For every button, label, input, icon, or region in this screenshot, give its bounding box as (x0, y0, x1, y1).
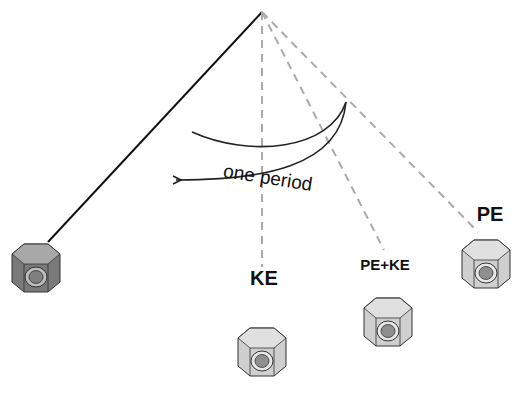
bob-middle (364, 298, 412, 346)
energy-label: KE (248, 267, 280, 290)
swing-arc (192, 102, 346, 147)
bob-top (462, 240, 510, 288)
energy-label: PE+KE (358, 256, 412, 273)
energy-label: PE (475, 203, 506, 226)
pendulum-bob (12, 244, 60, 292)
period-label: one period (222, 160, 314, 196)
dashed-positions (262, 12, 478, 288)
bob-bottom (238, 328, 286, 376)
pendulum-string (48, 12, 262, 242)
